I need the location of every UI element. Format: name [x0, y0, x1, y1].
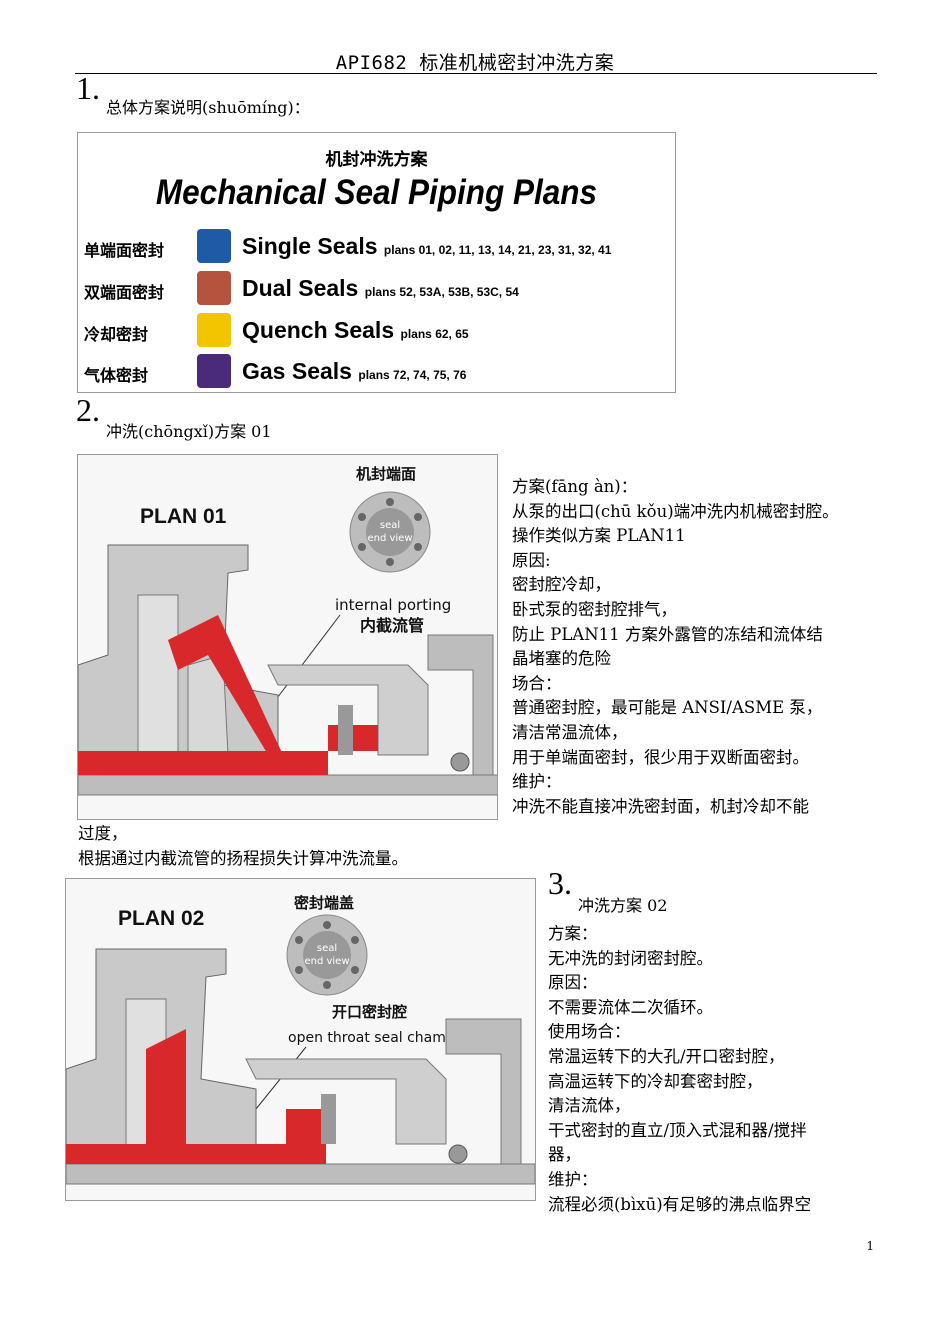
- plan-02-diagram: PLAN 02 密封端盖 seal end view 开口密封腔 open th…: [65, 878, 536, 1201]
- section-2-number: 2.: [76, 392, 100, 428]
- text-line: 干式密封的直立/顶入式混和器/搅拌: [548, 1120, 807, 1140]
- seal-end-view-line2: end view: [367, 533, 412, 544]
- seal-end-view-line2: end view: [304, 956, 349, 967]
- section-2-text: 方案(fāng àn)： 从泵的出口(chū kǒu)端冲洗内机械密封腔。 操作…: [512, 475, 839, 819]
- section-3-number: 3.: [548, 865, 572, 901]
- text-line: 使用场合：: [548, 1022, 631, 1042]
- legend-row-gas: 气体密封 Gas Seals plans 72, 74, 75, 76: [84, 354, 674, 390]
- page-title: API682 标准机械密封冲洗方案: [335, 52, 615, 74]
- plan-01-diagram: PLAN 01 机封端面 seal end view internal port…: [77, 454, 499, 820]
- chamber-cn: 开口密封腔: [332, 1003, 407, 1021]
- text-line: 卧式泵的密封腔排气，: [512, 599, 677, 619]
- legend-row-label-en: Dual Seals plans 52, 53A, 53B, 53C, 54: [242, 275, 519, 301]
- text-line: 常温运转下的大孔/开口密封腔，: [548, 1046, 785, 1066]
- legend-title-en: Mechanical Seal Piping Plans: [155, 173, 598, 212]
- legend-row-label-en: Quench Seals plans 62, 65: [242, 317, 469, 343]
- cover-label-cn: 密封端盖: [294, 894, 354, 912]
- text-line: 用于单端面密封，很少用于双断面密封。: [512, 747, 809, 767]
- text-line: 普通密封腔，最可能是 ANSI/ASME 泵，: [512, 698, 823, 718]
- section-2-continuation: 过度， 根据通过内截流管的扬程损失计算冲洗流量。: [78, 822, 408, 871]
- legend-row-quench: 冷却密封 Quench Seals plans 62, 65: [84, 313, 674, 349]
- plan-01-illustration: PLAN 01 机封端面 seal end view internal port…: [77, 455, 499, 819]
- section-1-heading: 总体方案说明(shuōmíng)：: [106, 98, 310, 117]
- text-line: 方案(fāng àn)：: [512, 477, 638, 496]
- text-line: 原因：: [548, 973, 598, 993]
- text-line: 不需要流体二次循环。: [548, 997, 713, 1017]
- text-line: 操作类似方案 PLAN11: [512, 526, 686, 546]
- section-3-text: 方案： 无冲洗的封闭密封腔。 原因： 不需要流体二次循环。 使用场合： 常温运转…: [548, 922, 811, 1217]
- face-label-cn: 机封端面: [356, 465, 416, 483]
- text-line: 原因:: [512, 550, 551, 570]
- text-line: 方案：: [548, 924, 598, 943]
- legend-row-label-en: Single Seals plans 01, 02, 11, 13, 14, 2…: [242, 233, 612, 259]
- text-line: 器，: [548, 1145, 581, 1165]
- legend-swatch-purple: [197, 354, 231, 388]
- porting-cn: 内截流管: [360, 616, 424, 635]
- title-rule: [75, 73, 877, 74]
- legend-row-label-cn: 气体密封: [84, 366, 149, 385]
- text-line: 防止 PLAN11 方案外露管的冻结和流体结: [512, 624, 823, 644]
- section-2-heading: 冲洗(chōngxǐ)方案 01: [106, 422, 272, 441]
- text-line: 密封腔冷却，: [512, 575, 611, 595]
- seal-end-view-line1: seal: [380, 520, 400, 531]
- legend-row-single: 单端面密封 Single Seals plans 01, 02, 11, 13,…: [84, 229, 674, 265]
- plan-02-illustration: PLAN 02 密封端盖 seal end view 开口密封腔 open th…: [65, 879, 536, 1200]
- text-line: 场合：: [512, 673, 562, 693]
- legend-row-label-cn: 冷却密封: [84, 325, 149, 344]
- text-line: 根据通过内截流管的扬程损失计算冲洗流量。: [78, 848, 408, 868]
- legend-swatch-red: [197, 271, 231, 305]
- text-line: 晶堵塞的危险: [512, 649, 611, 669]
- text-line: 维护：: [512, 772, 562, 792]
- legend-row-label-cn: 单端面密封: [84, 241, 165, 260]
- seal-end-view-line1: seal: [317, 943, 337, 954]
- plan-label: PLAN 01: [140, 505, 227, 528]
- legend-row-label-en: Gas Seals plans 72, 74, 75, 76: [242, 358, 467, 384]
- legend-swatch-yellow: [197, 313, 231, 347]
- text-line: 从泵的出口(chū kǒu)端冲洗内机械密封腔。: [512, 501, 839, 521]
- text-line: 无冲洗的封闭密封腔。: [548, 948, 713, 968]
- piping-plans-legend-figure: 机封冲洗方案 Mechanical Seal Piping Plans 单端面密…: [77, 132, 676, 393]
- text-line: 高温运转下的冷却套密封腔，: [548, 1071, 763, 1091]
- text-line: 冲洗不能直接冲洗密封面，机封冷却不能: [512, 796, 809, 816]
- legend-title-cn: 机封冲洗方案: [325, 150, 428, 170]
- text-line: 流程必须(bìxū)有足够的沸点临界空: [548, 1194, 812, 1214]
- page-number: 1: [866, 1239, 874, 1253]
- porting-en: internal porting: [335, 596, 451, 614]
- legend-row-label-cn: 双端面密封: [84, 283, 165, 302]
- text-line: 过度，: [78, 824, 128, 843]
- section-3-heading: 冲洗方案 02: [578, 896, 668, 915]
- text-line: 清洁常温流体，: [512, 722, 628, 742]
- text-line: 清洁流体，: [548, 1096, 631, 1116]
- legend-row-dual: 双端面密封 Dual Seals plans 52, 53A, 53B, 53C…: [84, 271, 674, 307]
- plan-label: PLAN 02: [118, 907, 204, 930]
- text-line: 维护：: [548, 1169, 598, 1189]
- legend-swatch-blue: [197, 229, 231, 263]
- section-1-number: 1.: [76, 70, 100, 106]
